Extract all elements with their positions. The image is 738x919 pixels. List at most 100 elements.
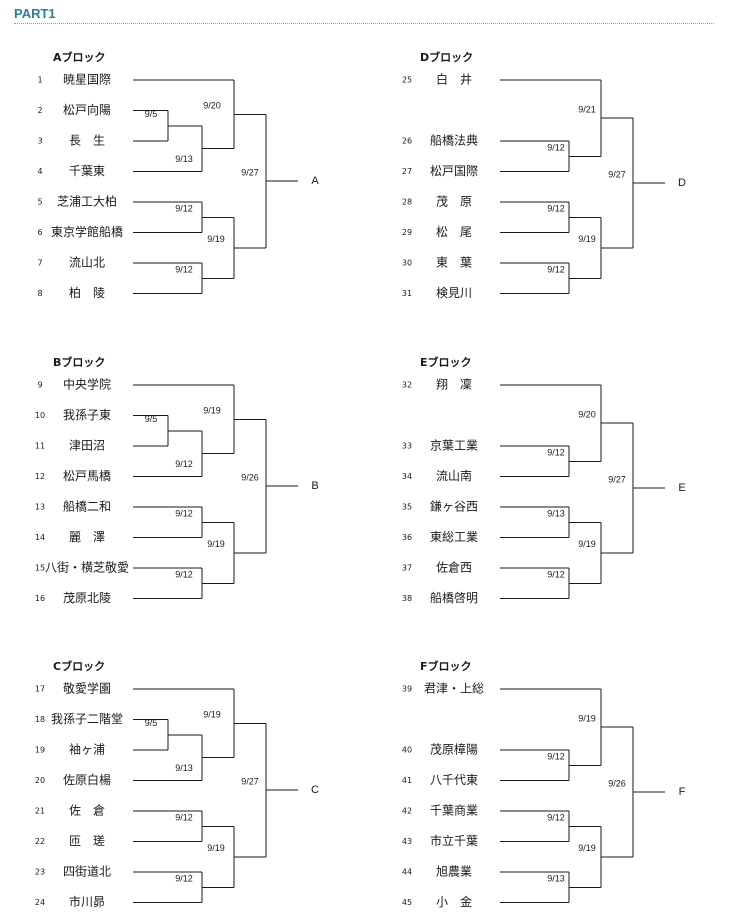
team-name: 袖ヶ浦 bbox=[69, 742, 105, 757]
seed-number: 6 bbox=[37, 228, 42, 237]
team-name: 麗 澤 bbox=[69, 530, 105, 544]
block-title: Cブロック bbox=[53, 659, 105, 673]
block-winner-label: B bbox=[311, 480, 318, 492]
match-date: 9/19 bbox=[207, 843, 225, 853]
seed-number: 31 bbox=[402, 289, 412, 298]
seed-number: 35 bbox=[402, 503, 412, 512]
match-date: 9/12 bbox=[547, 143, 565, 153]
team-name: 敬愛学園 bbox=[63, 681, 111, 696]
team-name: 長 生 bbox=[69, 134, 105, 148]
match-date: 9/26 bbox=[241, 472, 259, 482]
team-name: 船橋二和 bbox=[63, 500, 111, 514]
team-name: 暁星国際 bbox=[63, 73, 111, 87]
seed-number: 38 bbox=[402, 594, 412, 603]
team-name: 市立千葉 bbox=[430, 833, 478, 848]
seed-number: 24 bbox=[35, 898, 45, 907]
team-name: 流山北 bbox=[69, 256, 105, 270]
seed-number: 22 bbox=[35, 837, 45, 846]
team-name: 松戸国際 bbox=[430, 164, 478, 178]
match-date: 9/26 bbox=[608, 778, 626, 788]
match-date: 9/19 bbox=[578, 714, 596, 724]
block-winner-label: E bbox=[678, 482, 685, 494]
seed-number: 37 bbox=[402, 564, 412, 573]
match-date: 9/12 bbox=[547, 752, 565, 762]
team-name: 市川昴 bbox=[69, 894, 105, 909]
team-name: 我孫子東 bbox=[63, 408, 111, 422]
match-date: 9/12 bbox=[175, 509, 193, 519]
match-date: 9/12 bbox=[175, 874, 193, 884]
team-name: 中央学院 bbox=[63, 377, 111, 392]
seed-number: 13 bbox=[35, 503, 45, 512]
seed-number: 45 bbox=[402, 898, 412, 907]
seed-number: 4 bbox=[37, 167, 42, 176]
seed-number: 36 bbox=[402, 533, 412, 542]
section-title: PART1 bbox=[14, 6, 56, 21]
team-name: 松戸馬橋 bbox=[63, 469, 111, 483]
match-date: 9/19 bbox=[203, 406, 221, 416]
team-name: 小 金 bbox=[436, 894, 472, 909]
team-name: 鎌ヶ谷西 bbox=[430, 499, 478, 514]
seed-number: 34 bbox=[402, 472, 412, 481]
block-title: Bブロック bbox=[53, 355, 105, 369]
match-date: 9/19 bbox=[578, 539, 596, 549]
team-name: 四街道北 bbox=[63, 865, 111, 879]
team-name: 翔 凜 bbox=[436, 377, 472, 392]
match-date: 9/13 bbox=[547, 509, 565, 519]
block-title: Aブロック bbox=[53, 50, 106, 64]
team-name: 芝浦工大柏 bbox=[57, 194, 117, 209]
match-date: 9/12 bbox=[547, 570, 565, 580]
block-winner-label: F bbox=[679, 786, 686, 798]
seed-number: 1 bbox=[37, 76, 42, 85]
team-name: 千葉商業 bbox=[430, 803, 478, 818]
seed-number: 8 bbox=[37, 289, 42, 298]
team-name: 佐 倉 bbox=[69, 803, 105, 818]
seed-number: 18 bbox=[35, 715, 45, 724]
seed-number: 30 bbox=[402, 259, 412, 268]
seed-number: 16 bbox=[35, 594, 45, 603]
team-name: 津田沼 bbox=[69, 439, 105, 453]
seed-number: 19 bbox=[35, 746, 45, 755]
block-title: Eブロック bbox=[420, 355, 472, 369]
team-name: 船橋啓明 bbox=[430, 590, 478, 605]
match-date: 9/27 bbox=[241, 776, 259, 786]
match-date: 9/12 bbox=[547, 448, 565, 458]
seed-number: 43 bbox=[402, 837, 412, 846]
team-name: 君津・上総 bbox=[424, 682, 484, 696]
seed-number: 21 bbox=[35, 807, 45, 816]
seed-number: 39 bbox=[402, 685, 412, 694]
seed-number: 9 bbox=[37, 381, 42, 390]
match-date: 9/19 bbox=[203, 710, 221, 720]
block-winner-label: A bbox=[311, 175, 319, 187]
seed-number: 2 bbox=[37, 106, 42, 115]
team-name: 茂原樟陽 bbox=[430, 742, 478, 757]
match-date: 9/12 bbox=[175, 204, 193, 214]
section-divider bbox=[14, 23, 714, 24]
seed-number: 7 bbox=[37, 259, 42, 268]
seed-number: 14 bbox=[35, 533, 45, 542]
match-date: 9/20 bbox=[578, 410, 596, 420]
block-winner-label: D bbox=[678, 177, 686, 189]
seed-number: 28 bbox=[402, 198, 412, 207]
block-title: Fブロック bbox=[420, 659, 472, 673]
match-date: 9/5 bbox=[145, 109, 158, 119]
match-date: 9/27 bbox=[608, 474, 626, 484]
team-name: 東総工業 bbox=[430, 530, 478, 544]
team-name: 白 井 bbox=[436, 72, 472, 87]
team-name: 八千代東 bbox=[430, 773, 478, 787]
match-date: 9/12 bbox=[547, 204, 565, 214]
team-name: 京葉工業 bbox=[430, 439, 478, 453]
seed-number: 32 bbox=[402, 381, 412, 390]
seed-number: 44 bbox=[402, 868, 412, 877]
team-name: 東京学館船橋 bbox=[51, 224, 123, 239]
team-name: 匝 瑳 bbox=[69, 834, 105, 848]
match-date: 9/20 bbox=[203, 101, 221, 111]
seed-number: 42 bbox=[402, 807, 412, 816]
seed-number: 41 bbox=[402, 776, 412, 785]
match-date: 9/12 bbox=[175, 813, 193, 823]
team-name: 流山南 bbox=[436, 468, 472, 483]
seed-number: 29 bbox=[402, 228, 412, 237]
match-date: 9/13 bbox=[175, 763, 193, 773]
match-date: 9/27 bbox=[241, 167, 259, 177]
team-name: 東 葉 bbox=[436, 256, 472, 270]
match-date: 9/5 bbox=[145, 414, 158, 424]
